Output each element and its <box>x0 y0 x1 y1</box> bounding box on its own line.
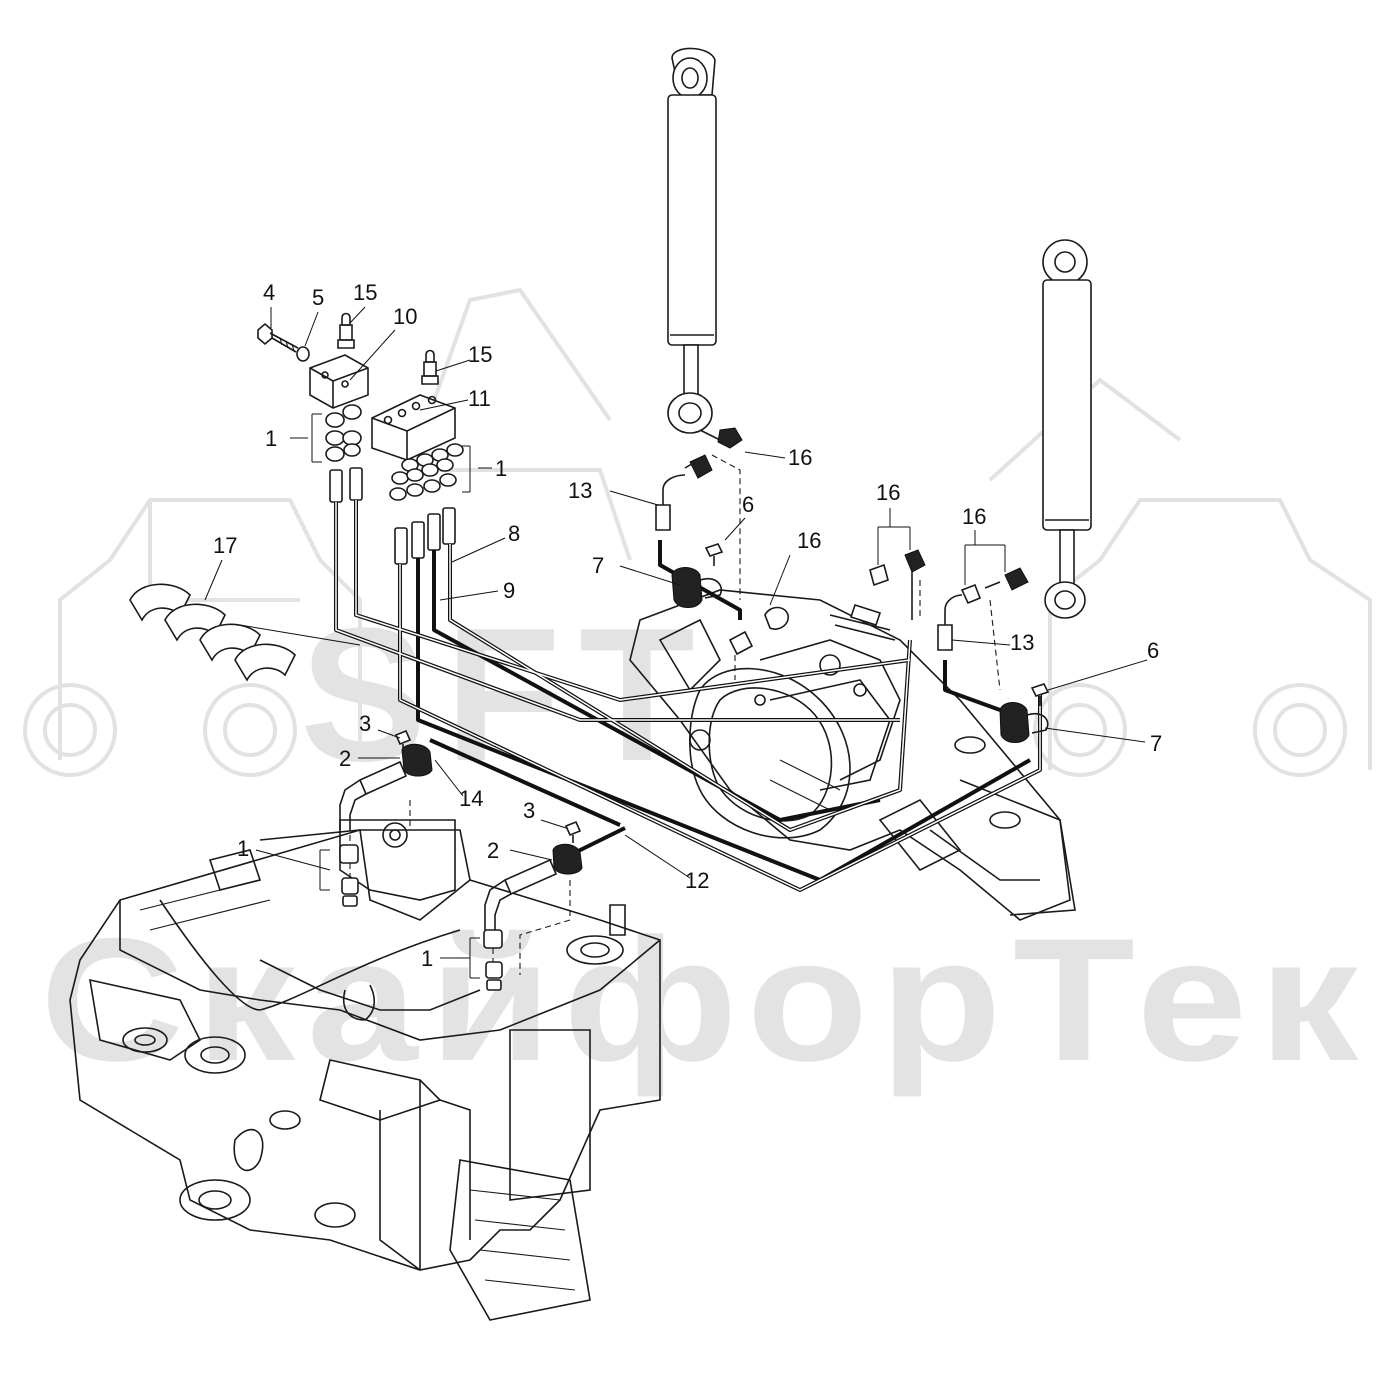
clamp-7-left <box>671 567 722 608</box>
main-frame <box>69 819 661 1321</box>
bolt-4 <box>257 322 299 353</box>
callout-labels: 4 5 15 10 15 11 1 1 8 9 17 16 13 6 7 16 … <box>213 280 1162 971</box>
watermark-logo-letters: SFT <box>300 589 713 801</box>
callout-12: 12 <box>685 868 709 893</box>
bolt-6-left <box>704 543 724 566</box>
callout-13-left: 13 <box>568 478 592 503</box>
callout-6-right: 6 <box>1147 638 1159 663</box>
fitting-16-right <box>960 567 1029 605</box>
elbow-13-left <box>655 474 686 531</box>
callout-3-lower: 3 <box>523 798 535 823</box>
valve-block-10 <box>309 354 369 409</box>
callout-16-right: 16 <box>962 504 986 529</box>
callout-15-top: 15 <box>353 280 377 305</box>
hose-protector-17 <box>129 583 361 682</box>
watermark-machine-left <box>23 498 362 777</box>
watermark-machine-center <box>418 287 632 561</box>
callout-13-right: 13 <box>1010 630 1034 655</box>
callout-1-right: 1 <box>495 456 507 481</box>
callout-1-left: 1 <box>265 426 277 451</box>
bolt-3-lower <box>564 820 582 843</box>
valve-block-11 <box>371 394 456 461</box>
callout-2-upper: 2 <box>339 746 351 771</box>
breather-15a <box>337 312 355 349</box>
clamp-2-lower <box>484 843 583 930</box>
callout-8: 8 <box>508 521 520 546</box>
clamp-7-right <box>999 702 1049 743</box>
callout-16-middle: 16 <box>876 480 900 505</box>
washer-5 <box>296 346 310 362</box>
callout-1-lower-right: 1 <box>421 946 433 971</box>
fitting-16-center <box>728 549 926 656</box>
clamp-2-upper <box>339 743 433 830</box>
hydraulic-cylinder-right <box>1042 239 1092 619</box>
fittings-1-lower-right <box>483 929 503 991</box>
callout-4: 4 <box>263 280 275 305</box>
callout-5: 5 <box>312 285 324 310</box>
callout-14: 14 <box>459 786 483 811</box>
callout-16-cylinder: 16 <box>788 445 812 470</box>
hydraulic-cylinder-left <box>667 47 743 449</box>
callout-7-right: 7 <box>1150 731 1162 756</box>
callout-11: 11 <box>468 386 491 411</box>
callout-15-second: 15 <box>468 342 492 367</box>
callout-16-center: 16 <box>797 528 821 553</box>
bolt-6-right <box>1030 683 1050 706</box>
bolt-3-upper <box>394 729 412 752</box>
callout-3-upper: 3 <box>359 711 371 736</box>
fittings-1-right <box>389 443 464 501</box>
callout-10: 10 <box>393 304 417 329</box>
callout-2-lower: 2 <box>487 838 499 863</box>
dashed-lines <box>409 454 1001 975</box>
leader-lines <box>204 306 1148 979</box>
breather-15b <box>421 349 439 385</box>
elbow-13-right <box>937 594 963 651</box>
callout-17: 17 <box>213 533 237 558</box>
callout-6-left: 6 <box>742 492 754 517</box>
callout-9: 9 <box>503 578 515 603</box>
fitting-16-left <box>684 454 713 479</box>
fittings-1-lower-left <box>339 815 359 907</box>
fittings-1-left <box>325 404 362 462</box>
callout-1-lower-left: 1 <box>237 836 249 861</box>
hoses <box>334 500 1042 892</box>
callout-7-left: 7 <box>592 553 604 578</box>
